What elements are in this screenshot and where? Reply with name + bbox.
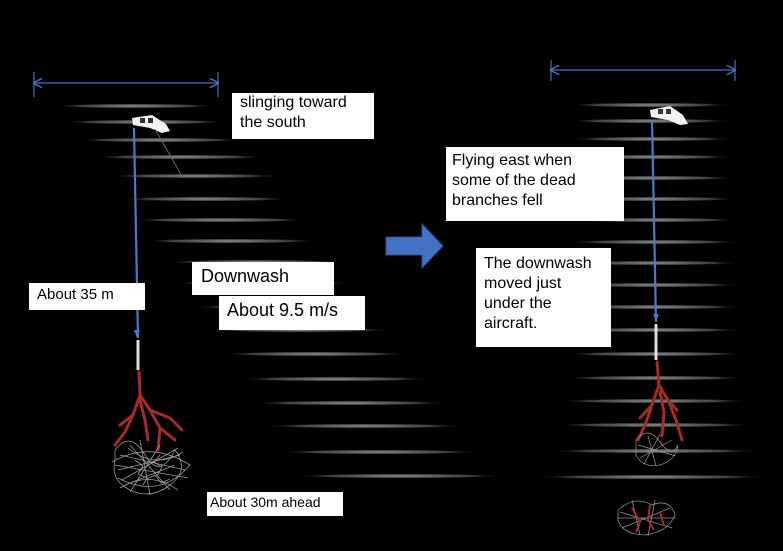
downwash-speed-label: About 9.5 m/s [219,296,365,330]
right-helicopter-icon [650,106,688,125]
flying-east-label: Flying east when some of the dead branch… [446,147,624,221]
distance-ahead-label: About 30m ahead [207,492,343,516]
transition-arrow-icon [385,222,444,270]
slinging-direction-label: slinging toward the south [232,93,374,139]
left-tree-load [111,370,191,496]
fallen-branches [617,499,676,537]
right-sling-cable [650,119,659,360]
right-rotor-span-indicator [551,60,735,81]
downwash-moved-label: The downwash moved just under the aircra… [476,248,611,347]
left-rotor-span-indicator [34,72,218,97]
downwash-label: Downwash [192,262,334,295]
right-tree-load [635,360,684,467]
left-sling-cable [132,127,140,370]
left-helicopter-icon [132,115,184,179]
sling-length-label: About 35 m [29,283,145,310]
